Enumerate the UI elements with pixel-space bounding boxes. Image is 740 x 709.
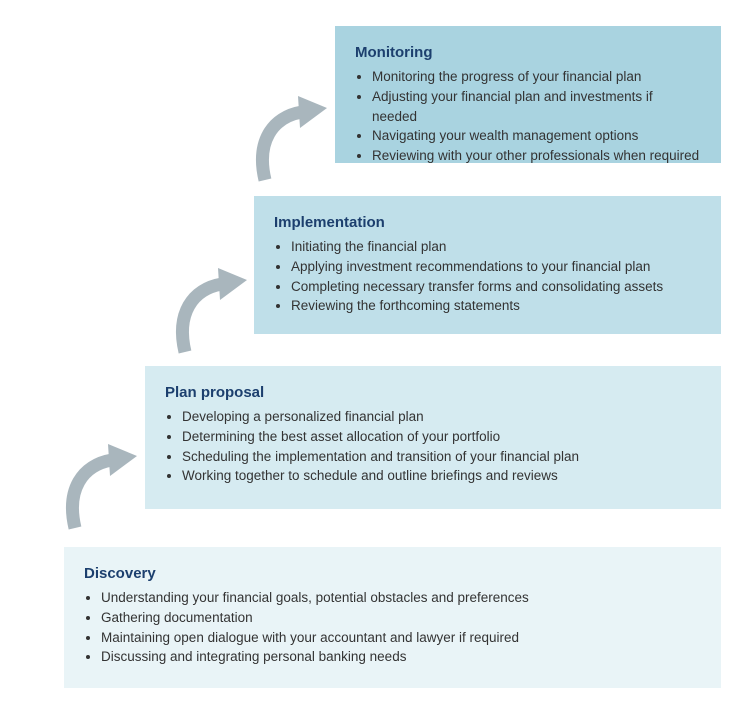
list-item: Determining the best asset allocation of… — [182, 427, 701, 447]
arrow-implementation-to-monitoring — [256, 96, 327, 182]
stage-title-implementation: Implementation — [274, 214, 385, 231]
stage-list-implementation: Initiating the financial plan Applying i… — [274, 237, 701, 316]
list-item: Completing necessary transfer forms and … — [291, 277, 701, 297]
list-item: Working together to schedule and outline… — [182, 466, 701, 486]
list-item: Scheduling the implementation and transi… — [182, 447, 701, 467]
stage-list-monitoring: Monitoring the progress of your financia… — [355, 67, 701, 166]
stage-title-discovery: Discovery — [84, 565, 156, 582]
stage-list-plan-proposal: Developing a personalized financial plan… — [165, 407, 701, 486]
stage-plan-proposal: Plan proposal Developing a personalized … — [145, 366, 721, 509]
list-item: Applying investment recommendations to y… — [291, 257, 701, 277]
stage-list-discovery: Understanding your financial goals, pote… — [84, 588, 701, 667]
arrow-discovery-to-plan-proposal — [66, 444, 137, 530]
list-item: Monitoring the progress of your financia… — [372, 67, 701, 87]
stage-title-monitoring: Monitoring — [355, 44, 433, 61]
list-item: Understanding your financial goals, pote… — [101, 588, 701, 608]
arrow-plan-proposal-to-implementation — [176, 268, 247, 354]
list-item: Initiating the financial plan — [291, 237, 701, 257]
stage-monitoring: Monitoring Monitoring the progress of yo… — [335, 26, 721, 163]
list-item: Adjusting your financial plan and invest… — [372, 87, 701, 127]
list-item: Developing a personalized financial plan — [182, 407, 701, 427]
stage-title-plan-proposal: Plan proposal — [165, 384, 265, 401]
list-item: Gathering documentation — [101, 608, 701, 628]
list-item: Reviewing with your other professionals … — [372, 146, 701, 166]
list-item: Maintaining open dialogue with your acco… — [101, 628, 701, 648]
list-item: Navigating your wealth management option… — [372, 126, 701, 146]
list-item: Reviewing the forthcoming statements — [291, 296, 701, 316]
stage-discovery: Discovery Understanding your financial g… — [64, 547, 721, 688]
list-item: Discussing and integrating personal bank… — [101, 647, 701, 667]
stage-implementation: Implementation Initiating the financial … — [254, 196, 721, 334]
